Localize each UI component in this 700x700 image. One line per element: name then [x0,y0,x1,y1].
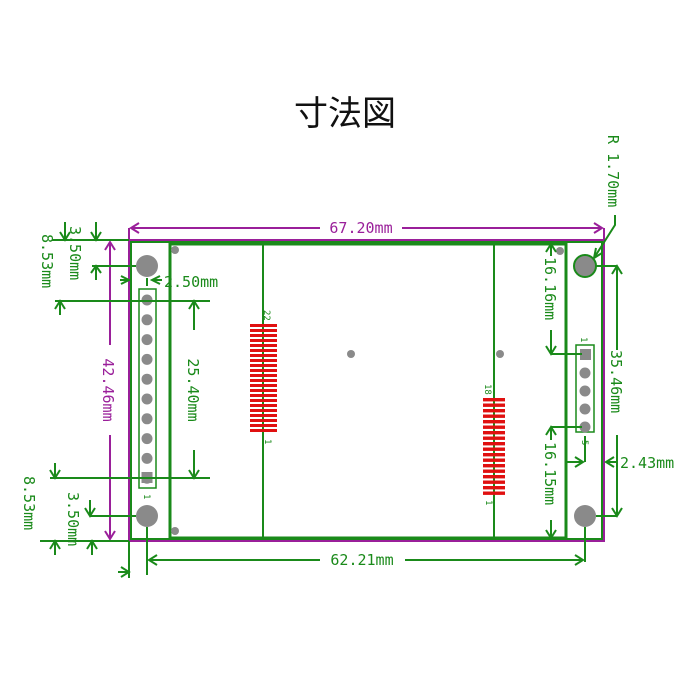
fpc-contact [483,475,505,479]
fpc-contact [250,334,277,337]
fpc-contact [250,324,277,327]
header-pin [141,353,153,365]
fpc-contact [483,398,505,402]
header-pin [579,385,591,397]
mount-hole-top-left [136,255,158,277]
fpc-contact [483,486,505,490]
dot [496,350,504,358]
dim-right-header-bottom: 16.15mm [541,442,559,505]
dot [171,246,179,254]
fpc-contact [250,369,277,372]
board-outline [128,239,605,542]
fpc-contact [250,414,277,417]
fpc-contact [483,436,505,440]
header-pin [141,393,153,405]
fpc-contact [250,359,277,362]
header-pin [579,367,591,379]
fpc-right-bottom-label: 1 [483,500,493,505]
dim-right-header-top: 16.16mm [541,257,559,320]
fpc-contact [483,491,505,495]
header-pin [141,433,153,445]
right-header-pin1-label: 1 [578,337,588,342]
fpc-contact [250,394,277,397]
mount-hole-bottom-right [574,505,596,527]
dim-bottom-header-offset: 8.53mm [20,476,38,530]
left-header [138,288,157,489]
fpc-left-top-label: 22 [261,310,271,321]
fpc-contact [250,404,277,407]
fpc-contact [250,349,277,352]
fpc-right-top-label: 18 [482,384,492,395]
fpc-contact [250,399,277,402]
header-pin [141,413,153,425]
header-pin [141,373,153,385]
header-pin [141,452,153,464]
fpc-contact [250,364,277,367]
dim-top-hole-offset: 3.50mm [66,226,84,280]
left-header-pin1-label: 1 [141,494,151,499]
fpc-contact [250,329,277,332]
fpc-contact [250,384,277,387]
left-header-pins [141,294,153,484]
fpc-contact [250,374,277,377]
dim-bottom-hole-offset: 3.50mm [64,492,82,546]
fpc-contact [250,379,277,382]
dim-board-height: 42.46mm [99,358,117,421]
fpc-contact [483,442,505,446]
fpc-contact [483,469,505,473]
fpc-contact [483,403,505,407]
mount-hole-top-right [573,254,597,278]
page-title: 寸法図 [294,94,396,134]
fpc-contact [250,419,277,422]
fpc-contact [250,339,277,342]
fpc-contact [483,431,505,435]
header-pin-1 [580,349,591,360]
header-pin [141,314,153,326]
right-header-pins [579,349,591,433]
display-area [168,242,568,540]
fpc-contact [250,429,277,432]
fpc-contact [250,389,277,392]
dot [171,527,179,535]
dim-board-width: 67.20mm [329,219,392,237]
dim-header-edge-offset: 2.50mm [164,273,218,291]
header-pin [141,334,153,346]
dim-hole-radius: R 1.70mm [604,135,622,207]
header-pin [579,403,591,415]
fpc-contact [483,425,505,429]
dot [347,350,355,358]
dim-hole-spacing: 62.21mm [330,551,393,569]
fpc-contact [250,409,277,412]
fpc-contact [250,344,277,347]
fpc-left [250,324,277,432]
fpc-contact [483,447,505,451]
fpc-contact [483,409,505,413]
fpc-contact [483,458,505,462]
mount-hole-bottom-left [136,505,158,527]
fpc-contact [483,464,505,468]
dot [556,247,564,255]
fpc-contact [250,354,277,357]
dim-right-hole-spacing: 35.46mm [607,350,625,413]
fpc-contact [250,424,277,427]
dim-top-header-offset: 8.53mm [38,234,56,288]
dim-right-header-edge: 2.43mm [620,454,674,472]
fpc-left-bottom-label: 1 [262,439,272,444]
fpc-contact [483,453,505,457]
fpc-contact [483,414,505,418]
fpc-contact [483,420,505,424]
fpc-contact [483,480,505,484]
fpc-right [483,398,505,495]
header-pin [579,421,591,433]
dim-header-span: 25.40mm [184,358,202,421]
